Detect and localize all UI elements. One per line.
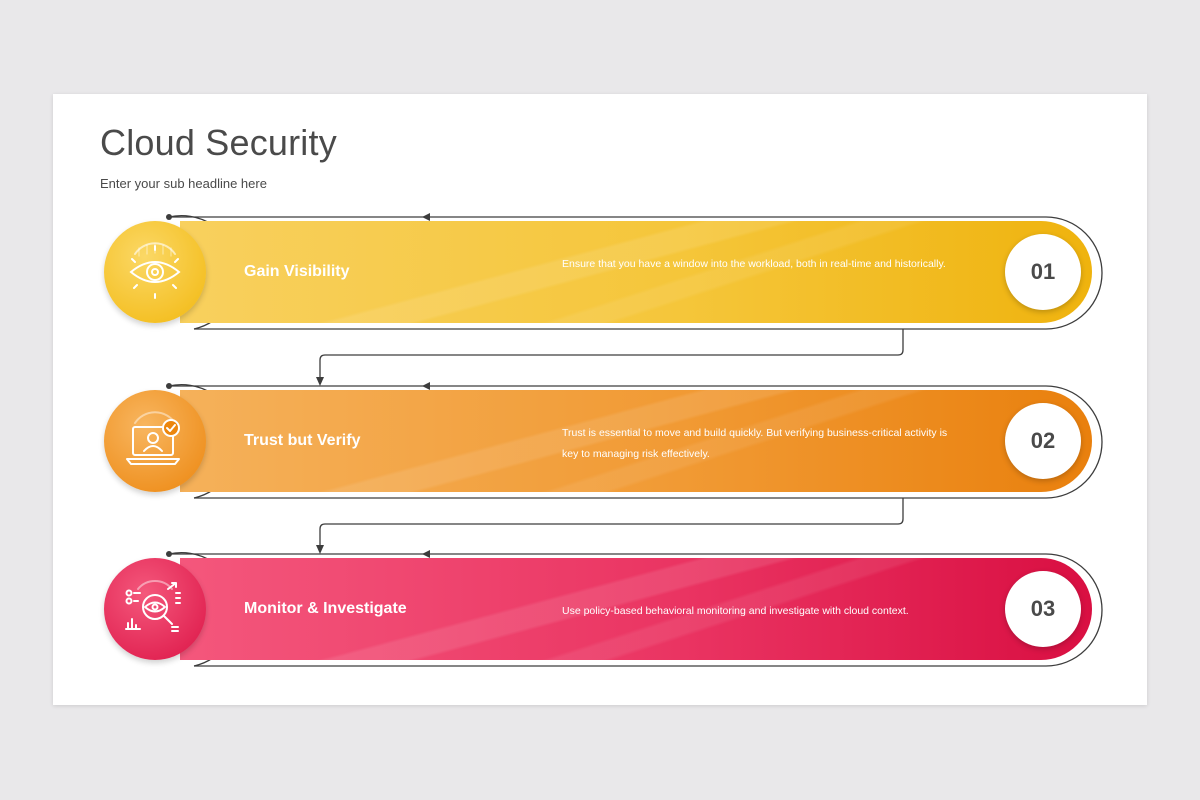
step-title-1: Gain Visibility [244,263,350,280]
step-description-3: Use policy-based behavioral monitoring a… [562,605,909,617]
step-icon-circle-2 [104,390,206,492]
step-number-1: 01 [1005,234,1081,310]
magnifier-eye-analytics-icon [125,579,181,632]
step-band-1 [180,221,1092,323]
step-band-3 [180,558,1092,660]
step-band-2 [180,390,1092,492]
step-icon-circle-1 [104,221,206,323]
step-title-3: Monitor & Investigate [244,600,407,617]
step-description-1: Ensure that you have a window into the w… [562,258,946,270]
step-number-3: 03 [1005,571,1081,647]
slide-subtitle: Enter your sub headline here [100,176,267,191]
step-description-2: Trust is essential to move and build qui… [562,427,948,460]
step-number-2: 02 [1005,403,1081,479]
laptop-user-check-icon [126,411,180,465]
eye-icon [129,242,181,299]
step-title-2: Trust but Verify [244,432,361,449]
slide-title: Cloud Security [100,122,337,163]
step-icon-circle-3 [104,558,206,660]
